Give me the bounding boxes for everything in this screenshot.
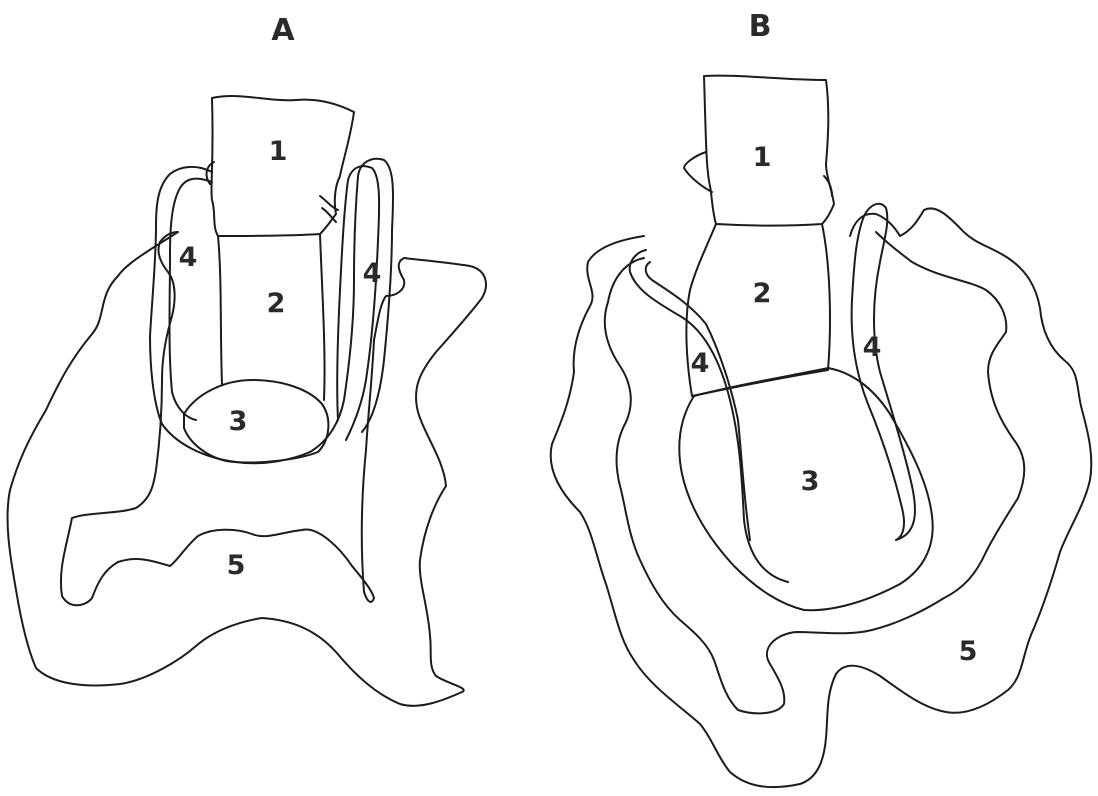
panel-b-label: B [749, 9, 772, 44]
panel-a-label-4-left: 4 [179, 242, 198, 273]
panel-b: B 1 2 3 4 4 5 [551, 9, 1092, 787]
panel-a: A 1 2 3 4 4 5 [8, 13, 486, 706]
panel-b-label-5: 5 [959, 636, 978, 667]
panel-a-label-1: 1 [269, 136, 288, 167]
panel-b-label-4-right: 4 [863, 332, 882, 363]
panel-b-label-3: 3 [801, 466, 820, 497]
panel-a-part-3 [184, 380, 328, 463]
panel-a-label-2: 2 [267, 288, 286, 319]
panel-a-outer-tissue [8, 232, 486, 706]
panel-b-label-4-left: 4 [691, 348, 710, 379]
panel-a-sac-inner-wall [170, 179, 213, 420]
panel-b-outer-tissue [551, 208, 1092, 787]
panel-a-label-5: 5 [227, 550, 246, 581]
panel-b-sac-wall-right [852, 204, 915, 540]
panel-a-label-4-right: 4 [363, 258, 382, 289]
panel-a-label: A [271, 13, 295, 48]
panel-a-label-3: 3 [229, 406, 248, 437]
panel-b-label-1: 1 [753, 142, 772, 173]
panel-b-label-2: 2 [753, 278, 772, 309]
